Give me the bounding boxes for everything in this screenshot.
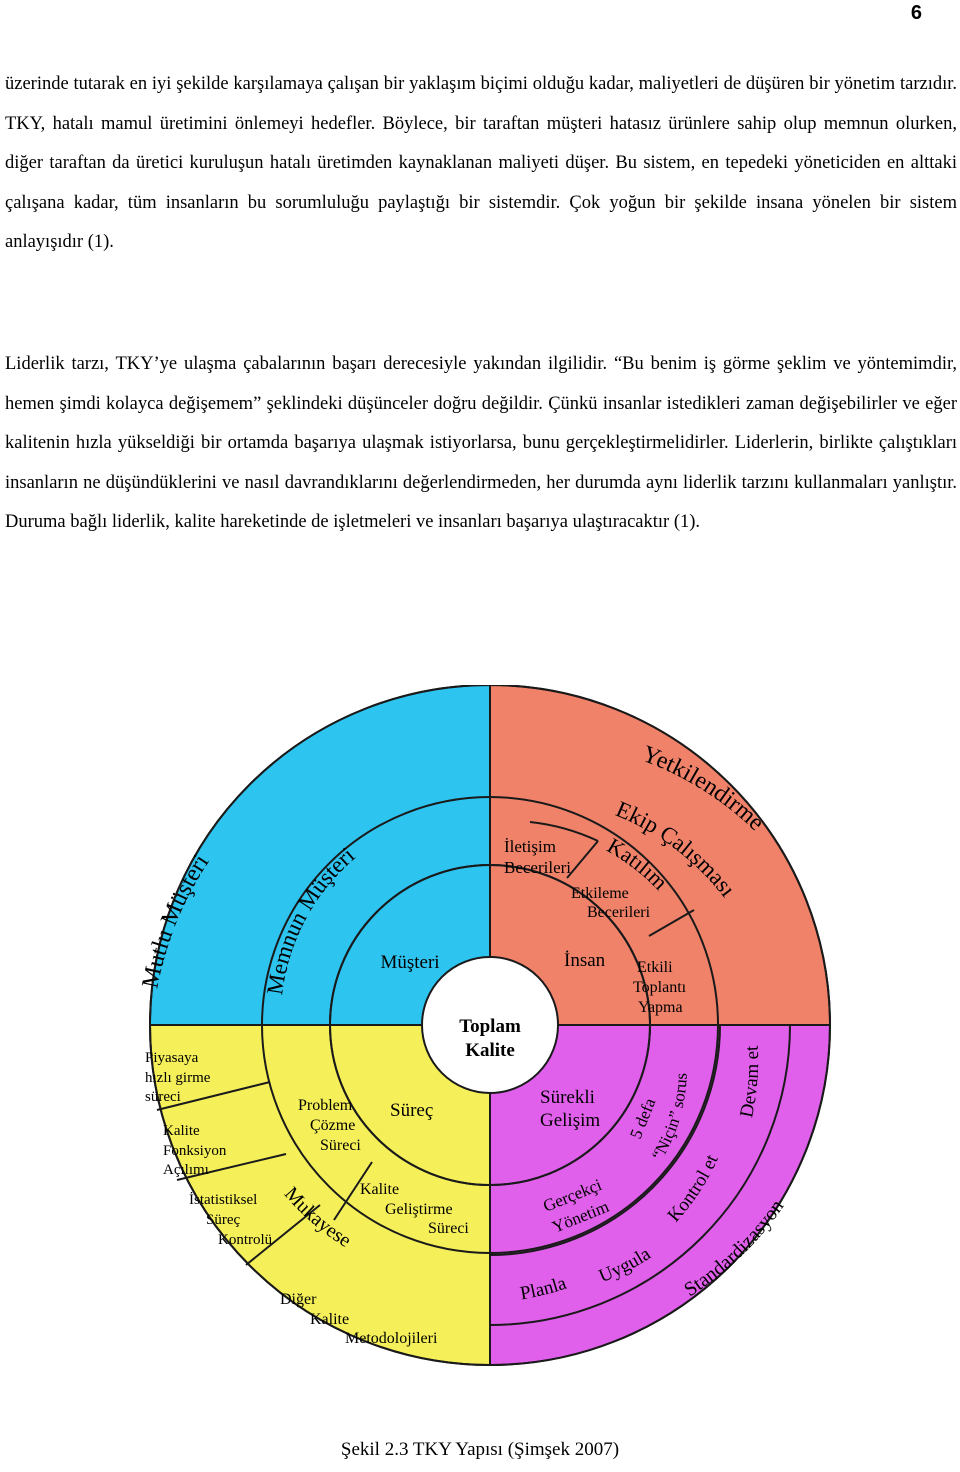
label-fonksiyon-2: Fonksiyon [163, 1143, 227, 1159]
label-istatistik-3: Kontrolü [218, 1232, 273, 1248]
center-circle [421, 956, 559, 1094]
label-musteri: Müşteri [380, 952, 439, 973]
label-gelisim: Gelişim [540, 1110, 600, 1131]
label-kalite-gel-1: Kalite [360, 1181, 399, 1198]
paragraph-1: üzerinde tutarak en iyi şekilde karşılam… [5, 74, 957, 253]
label-piyasaya-1: Piyasaya [145, 1050, 199, 1066]
figure-caption: Şekil 2.3 TKY Yapısı (Şimşek 2007) [0, 1439, 960, 1461]
label-piyasaya-3: süreci [145, 1089, 181, 1105]
tky-structure-diagram: Toplam Kalite Mutlu Müşteri Memnun Müşte… [0, 685, 832, 1367]
label-fonksiyon-1: Kalite [163, 1123, 200, 1139]
label-fonksiyon-3: Açılımı [163, 1162, 209, 1178]
label-kalite-gel-2: Geliştirme [385, 1201, 453, 1218]
center-label-line2: Kalite [465, 1040, 515, 1061]
page-number: 6 [910, 2, 922, 24]
label-piyasaya-2: hızlı girme [145, 1070, 211, 1086]
label-istatistik-2: Süreç [206, 1212, 240, 1228]
label-surekli: Sürekli [540, 1087, 595, 1108]
label-problem-3: Süreci [320, 1137, 361, 1154]
label-istatistik-1: İstatistiksel [189, 1192, 257, 1208]
label-problem-1: Problem [298, 1097, 353, 1114]
inner-ring [329, 864, 651, 1186]
label-diger-2: Kalite [310, 1311, 349, 1328]
label-toplanti-1: Etkili [637, 959, 673, 976]
label-etkileme-2: Becerileri [587, 904, 651, 921]
ring-dividers [150, 685, 830, 1365]
label-iletisim-1: İletişim [504, 837, 556, 856]
label-kalite-gel-3: Süreci [428, 1220, 469, 1237]
center-label-line1: Toplam [459, 1016, 521, 1037]
label-etkileme-1: Etkileme [571, 885, 629, 902]
label-problem-2: Çözme [310, 1117, 355, 1134]
label-iletisim-2: Becerileri [504, 858, 571, 877]
label-toplanti-3: Yapma [638, 999, 683, 1016]
label-diger-1: Diğer [280, 1291, 317, 1308]
label-insan: İnsan [564, 950, 606, 971]
quadrant-musteri [148, 685, 491, 1026]
label-surec: Süreç [390, 1100, 433, 1121]
label-diger-3: Metodolojileri [345, 1330, 438, 1347]
quadrant-surekli-gelisim [489, 1024, 832, 1367]
paragraph-2: Liderlik tarzı, TKY’ye ulaşma çabalarını… [5, 354, 957, 533]
caption-text: Şekil 2.3 TKY Yapısı (Şimşek 2007) [340, 1439, 620, 1460]
label-toplanti-2: Toplantı [633, 979, 687, 996]
